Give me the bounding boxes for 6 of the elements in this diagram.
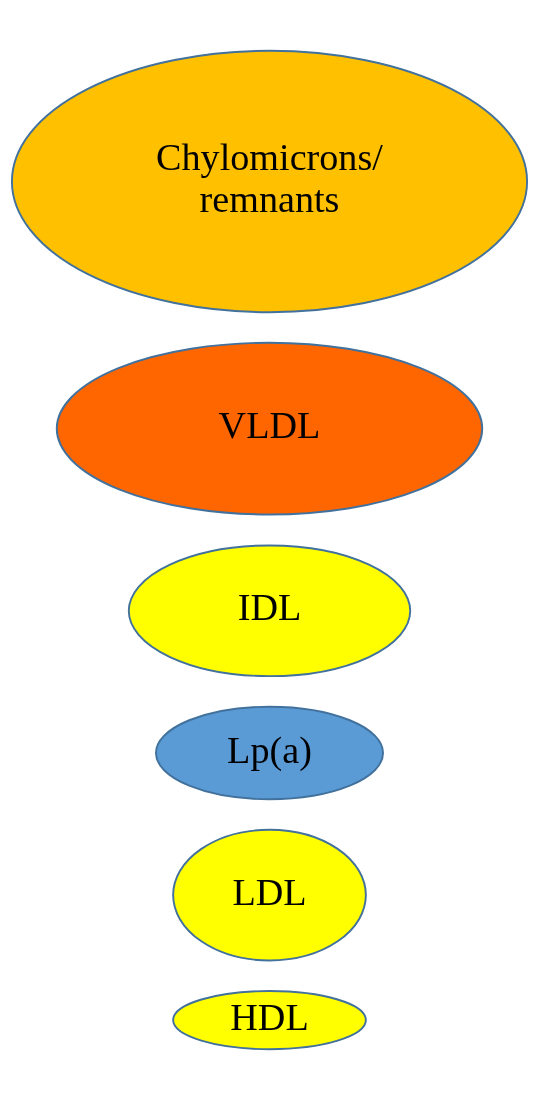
node-ellipse: Chylomicrons/ remnants (10, 49, 529, 313)
node-ellipse: HDL (172, 989, 367, 1050)
node-ellipse: VLDL (55, 341, 484, 515)
node-ellipse: Lp(a) (155, 705, 384, 800)
node-ellipse: LDL (172, 828, 367, 961)
node-ellipse: IDL (127, 544, 412, 677)
